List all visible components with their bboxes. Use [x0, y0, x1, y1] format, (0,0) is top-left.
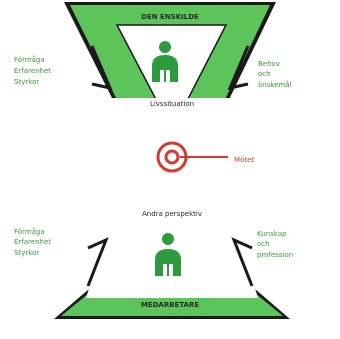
- meeting-target-icon: [156, 141, 228, 173]
- top-left-line-1: Förmåga: [14, 55, 45, 64]
- bottom-center-label: Andra perspektiv: [142, 210, 202, 218]
- top-left-chevron: [90, 45, 113, 91]
- top-left-line-3: Styrkor: [14, 78, 39, 86]
- person-bottom-head: [162, 233, 174, 245]
- bottom-left-line-2: Erfarenhet: [14, 238, 51, 246]
- person-bottom-body: [155, 249, 181, 276]
- bottom-title: MEDARBETARE: [141, 301, 200, 309]
- meeting-label: Mötet: [234, 156, 254, 164]
- person-top-head: [159, 41, 171, 53]
- bottom-left-line-3: Styrkor: [14, 249, 39, 257]
- bottom-right-line-2: och: [257, 240, 270, 248]
- top-title: DEN ENSKILDE: [141, 13, 199, 21]
- top-right-chevron: [227, 45, 250, 91]
- bottom-left-chevron: [86, 237, 109, 287]
- top-right-line-3: önskemål: [258, 80, 292, 89]
- top-right-line-1: Behov: [258, 60, 280, 68]
- top-center-label: Livssituation: [150, 100, 194, 108]
- bottom-right-line-3: profession: [257, 251, 293, 259]
- bottom-right-line-1: Kunskap: [257, 230, 287, 238]
- bottom-left-line-1: Förmåga: [14, 227, 45, 236]
- top-left-line-2: Erfarenhet: [14, 67, 51, 75]
- top-right-line-2: och: [258, 70, 271, 78]
- bottom-right-chevron: [231, 237, 254, 287]
- person-top-body: [152, 55, 178, 82]
